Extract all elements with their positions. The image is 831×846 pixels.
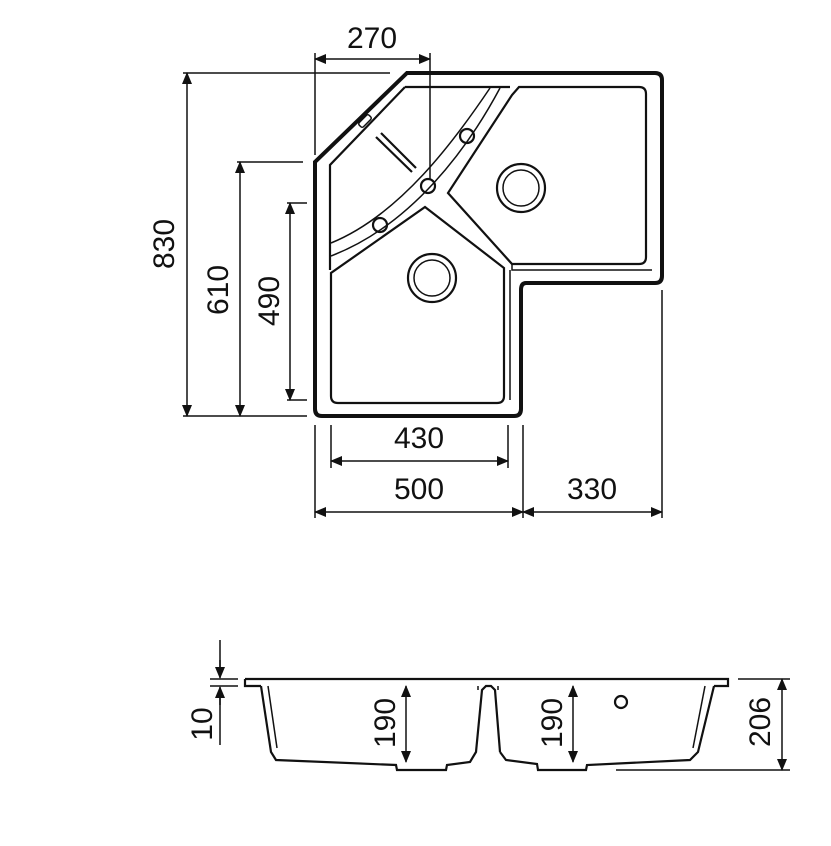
left-bowl-outline [329,205,506,405]
left-drain-inner [413,259,451,297]
overflow-slot [358,114,372,128]
right-bowl-profile [499,685,716,772]
left-bowl-profile [259,684,502,772]
dim-label-830: 830 [148,219,181,269]
center-divider-inner [477,686,499,690]
dim-label-190-left: 190 [369,698,402,748]
tap-hole [613,694,629,710]
accessory-hole-2 [371,216,389,234]
rim-left [243,679,261,688]
dim-label-430: 430 [394,422,444,455]
center-hole [419,177,437,195]
drainboard-inner-curve [330,87,491,244]
extension-lines [183,53,663,518]
top-view: 270 830 610 490 430 500 330 [148,22,664,518]
dim-label-270: 270 [347,22,397,55]
dim-label-610: 610 [202,265,235,315]
drainboard-outline [328,85,510,270]
dim-label-500: 500 [394,473,444,506]
faucet-slot [375,132,417,173]
right-bowl-inner [692,685,706,749]
dim-label-206: 206 [744,697,777,747]
right-drain-inner [502,169,540,207]
right-bowl-outline [446,85,648,266]
accessory-hole-1 [458,127,476,145]
dim-label-10: 10 [186,707,219,740]
side-view: 10 190 190 206 [186,640,790,772]
right-drain-outer [495,162,547,214]
right-bowl-rim [511,264,652,271]
dim-label-330: 330 [567,473,617,506]
dim-label-190-right: 190 [536,698,569,748]
sink-outer-outline [313,71,664,418]
left-bowl-inner [267,685,278,749]
rim-top [245,677,730,688]
left-drain-outer [406,252,458,304]
dim-label-490: 490 [253,276,286,326]
